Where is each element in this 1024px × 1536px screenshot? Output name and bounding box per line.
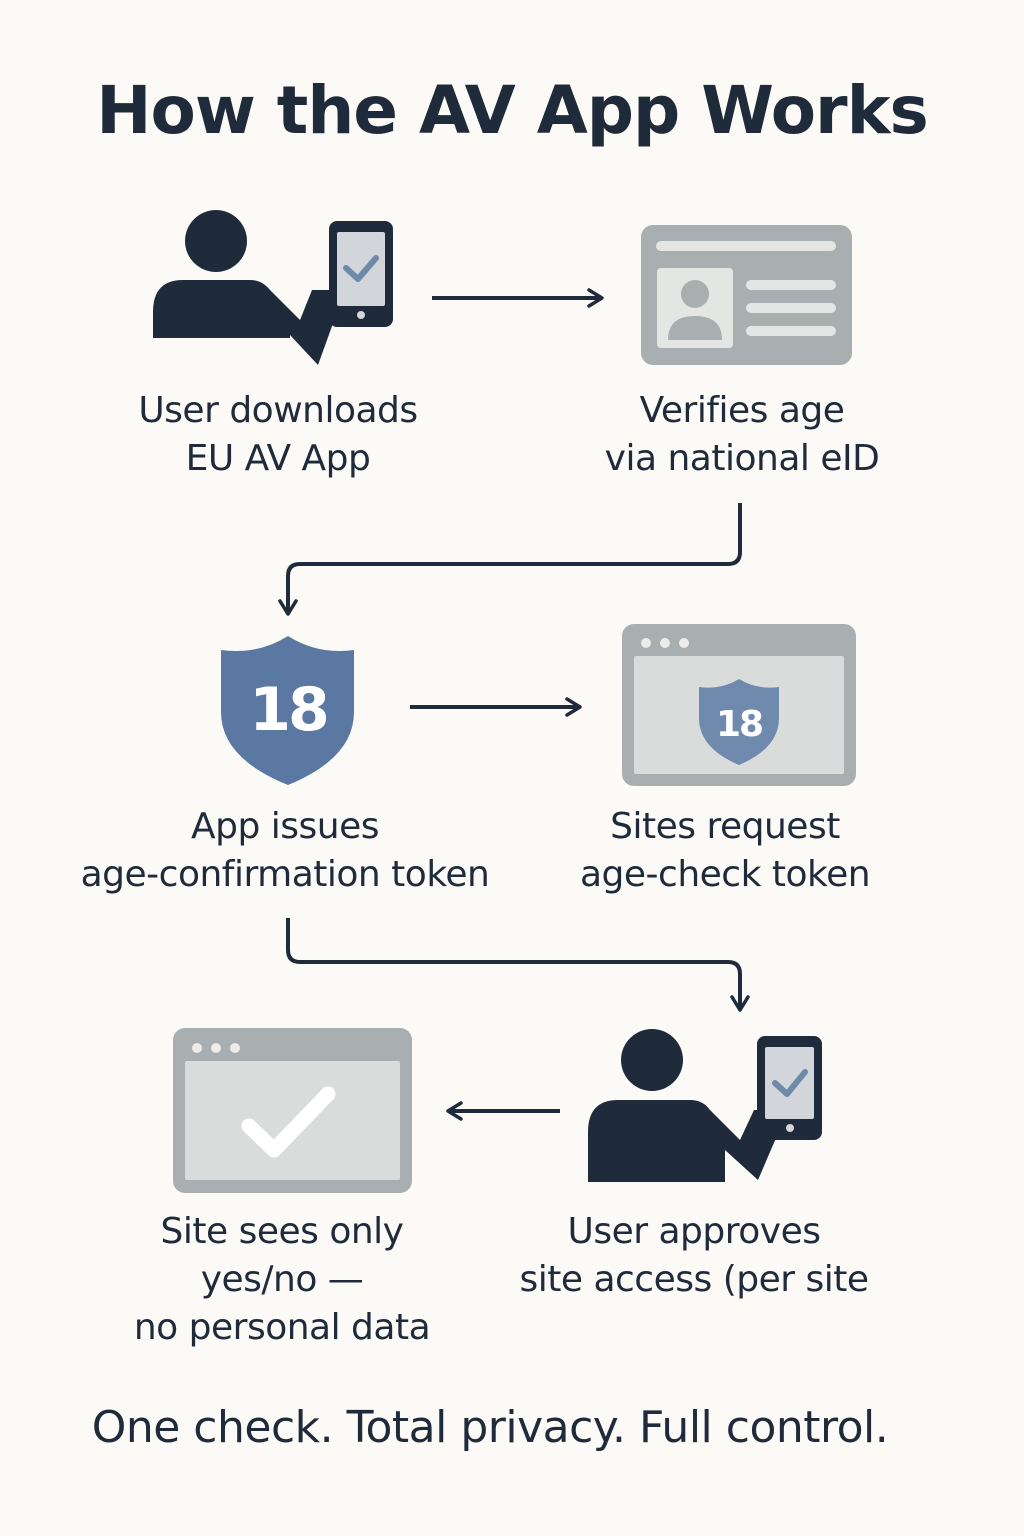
step-token-line1: App issues xyxy=(190,806,380,847)
tagline: One check. Total privacy. Full control. xyxy=(91,1402,889,1453)
step-request-line1: Sites request xyxy=(610,806,840,847)
browser-shield-icon: 18 xyxy=(622,624,856,786)
browser-check-icon xyxy=(173,1028,412,1193)
id-card-icon xyxy=(641,225,852,365)
step-download-line2: EU AV App xyxy=(185,438,371,479)
step-result-line2: yes/no — xyxy=(200,1259,364,1300)
step-result-line1: Site sees only xyxy=(160,1211,404,1252)
step-request-line2: age-check token xyxy=(579,854,871,895)
browser-badge-text: 18 xyxy=(716,704,762,745)
user-approve-icon xyxy=(588,1029,822,1182)
step-verify-line1: Verifies age xyxy=(639,390,845,431)
step-verify-label: Verifies age via national eID xyxy=(562,387,922,483)
shield-badge-text: 18 xyxy=(249,675,327,745)
step-approve-line2: site access (per site xyxy=(519,1259,869,1300)
arrow-token-to-approve xyxy=(286,918,750,1012)
step-approve-label: User approves site access (per site xyxy=(494,1208,894,1304)
arrow-verify-to-token xyxy=(278,503,742,616)
check-icon xyxy=(241,1086,336,1158)
step-token-label: App issues age-confirmation token xyxy=(40,803,530,899)
step-request-label: Sites request age-check token xyxy=(540,803,910,899)
step-result-label: Site sees only yes/no — no personal data xyxy=(100,1208,464,1352)
step-result-line3: no personal data xyxy=(133,1307,431,1348)
step-download-line1: User downloads xyxy=(138,390,418,431)
shield-18-icon: 18 xyxy=(221,636,354,785)
step-token-line2: age-confirmation token xyxy=(80,854,490,895)
step-download-label: User downloads EU AV App xyxy=(118,387,438,483)
step-verify-line2: via national eID xyxy=(604,438,880,479)
page-title: How the AV App Works xyxy=(96,72,929,149)
user-phone-icon xyxy=(153,210,393,365)
step-approve-line1: User approves xyxy=(567,1211,821,1252)
